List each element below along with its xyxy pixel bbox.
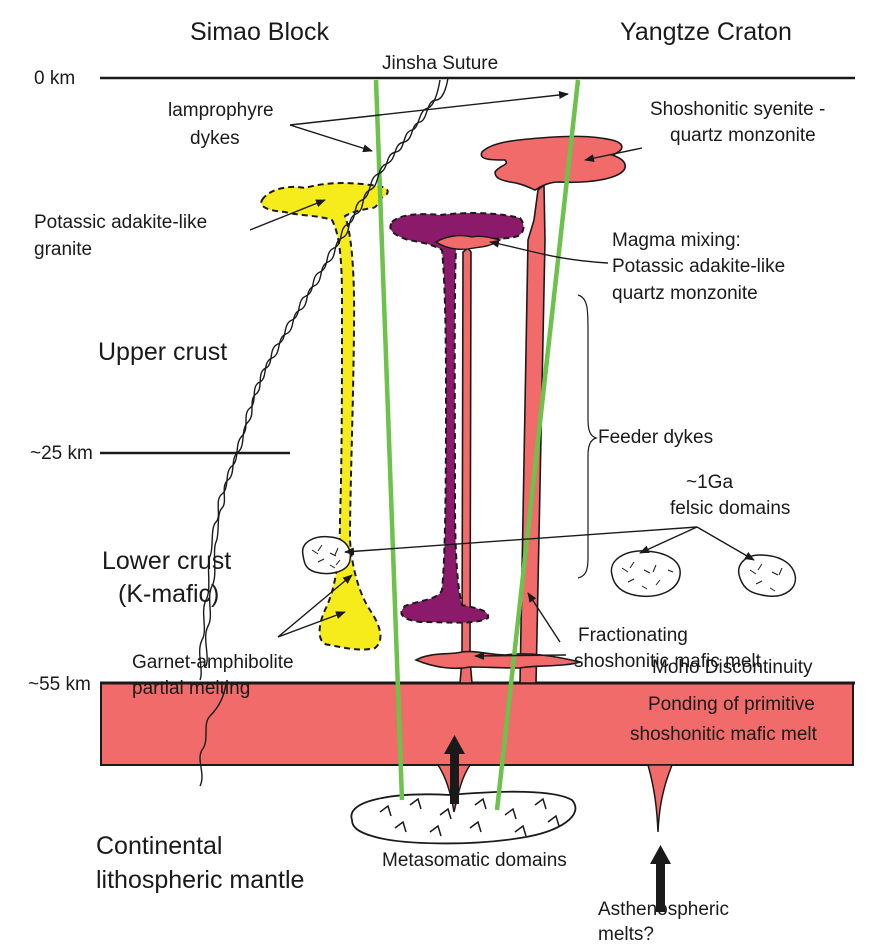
asthenospheric-label-1: Asthenospheric bbox=[598, 899, 729, 920]
depth-55km: ~55 km bbox=[28, 674, 91, 695]
moho-label: Moho Discontinuity bbox=[652, 657, 813, 678]
ponding-label-2: shoshonitic mafic melt bbox=[630, 724, 818, 745]
adakite-granite-body bbox=[261, 183, 387, 649]
feeder-dyke-right bbox=[520, 185, 545, 683]
yangtze-craton-header: Yangtze Craton bbox=[620, 18, 792, 46]
syenite-label-2: quartz monzonite bbox=[670, 125, 816, 146]
metasomatic-label: Metasomatic domains bbox=[382, 850, 567, 871]
mixing-label-1: Magma mixing: bbox=[612, 230, 741, 251]
adakite-granite-label-2: granite bbox=[34, 239, 92, 260]
fractionating-label-1: Fractionating bbox=[578, 625, 688, 646]
mixing-label-2: Potassic adakite-like bbox=[612, 256, 785, 277]
jinsha-suture-label: Jinsha Suture bbox=[382, 53, 498, 74]
felsic-domain-2 bbox=[611, 551, 680, 596]
felsic-domain-1 bbox=[303, 537, 351, 574]
adakite-granite-label-1: Potassic adakite-like bbox=[34, 212, 207, 233]
felsic-label-1: ~1Ga bbox=[686, 472, 733, 493]
garnet-label-1: Garnet-amphibolite bbox=[132, 652, 294, 673]
lower-crust-label-2: (K-mafic) bbox=[118, 580, 219, 608]
asthenospheric-label-2: melts? bbox=[598, 924, 654, 945]
syenite-sill bbox=[481, 136, 625, 190]
lamprophyre-label-1: lamprophyre bbox=[168, 100, 274, 121]
garnet-label-2: partial melting bbox=[132, 678, 250, 699]
lamprophyre-label-2: dykes bbox=[190, 128, 240, 149]
mantle-label-1: Continental bbox=[96, 832, 222, 860]
mantle-label-2: lithospheric mantle bbox=[96, 866, 304, 894]
felsic-label-2: felsic domains bbox=[670, 498, 790, 519]
simao-block-header: Simao Block bbox=[190, 18, 329, 46]
fractionating-sill bbox=[416, 652, 580, 669]
lower-crust-label-1: Lower crust bbox=[102, 547, 231, 575]
asthenospheric-dyke bbox=[648, 765, 672, 832]
depth-0km: 0 km bbox=[34, 68, 75, 89]
upper-crust-label: Upper crust bbox=[98, 338, 227, 366]
mixing-label-3: quartz monzonite bbox=[612, 283, 758, 304]
feeder-dykes-label: Feeder dykes bbox=[598, 427, 713, 448]
stepped-line-outer bbox=[200, 78, 448, 680]
depth-25km: ~25 km bbox=[30, 443, 93, 464]
stepped-line-inner bbox=[206, 80, 440, 666]
syenite-label-1: Shoshonitic syenite - bbox=[650, 99, 825, 120]
mixing-magma-body bbox=[390, 213, 523, 623]
felsic-domain-3 bbox=[739, 555, 796, 596]
ponding-label-1: Ponding of primitive bbox=[648, 694, 815, 715]
